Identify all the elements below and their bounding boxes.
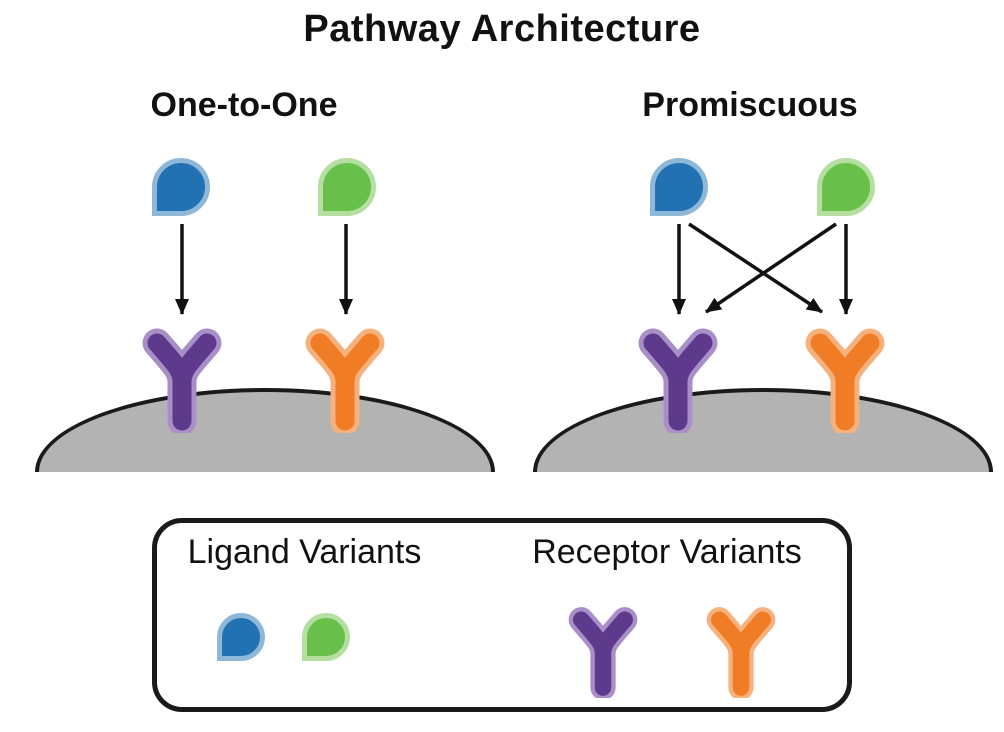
panel-label-one-to-one: One-to-One (150, 86, 338, 124)
green-ligand-icon (318, 158, 376, 216)
cell-membrane-right (533, 388, 993, 472)
legend-ligand-variants-label: Ligand Variants (187, 533, 422, 571)
legend-receptor-variants-label: Receptor Variants (532, 533, 802, 571)
cell-membrane-left (35, 388, 495, 472)
arrow-blue-to-orange (688, 222, 823, 314)
green-ligand-icon (302, 613, 350, 661)
arrows-layer-one-to-one (175, 224, 353, 315)
purple-receptor-icon (638, 328, 718, 433)
orange-receptor-icon (305, 328, 385, 433)
panel-label-promiscuous: Promiscuous (642, 86, 858, 124)
blue-ligand-icon (217, 613, 265, 661)
purple-receptor-icon (568, 607, 638, 698)
orange-receptor-icon (706, 607, 776, 698)
legend-box: Ligand Variants Receptor Variants (152, 518, 852, 712)
green-ligand-icon (817, 158, 875, 216)
orange-receptor-icon (805, 328, 885, 433)
arrows-layer-promiscuous (672, 222, 853, 315)
blue-ligand-icon (152, 158, 210, 216)
blue-ligand-icon (650, 158, 708, 216)
purple-receptor-icon (142, 328, 222, 433)
figure-title: Pathway Architecture (303, 8, 701, 50)
arrow-green-to-purple (705, 222, 837, 314)
